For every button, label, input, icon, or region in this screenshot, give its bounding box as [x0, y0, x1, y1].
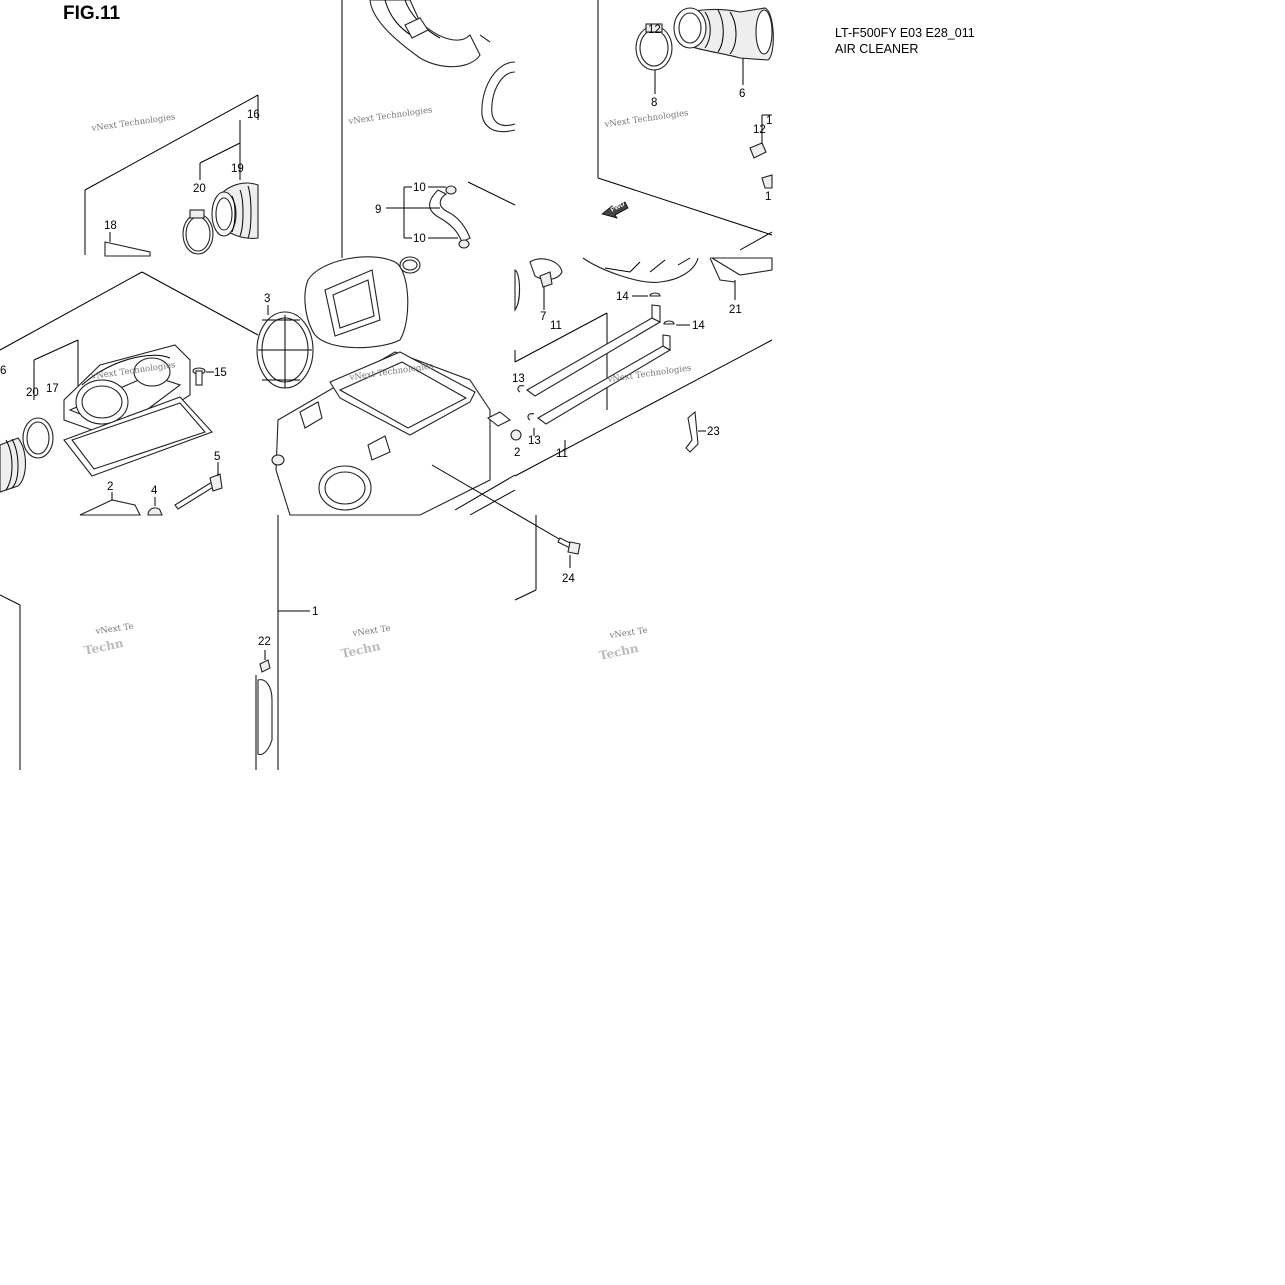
- figure-meta: LT-F500FY E03 E28_011 AIR CLEANER: [835, 25, 975, 57]
- panel-mid-left: [0, 271, 259, 516]
- callout-20: 20: [26, 387, 39, 399]
- callout-22: 22: [258, 636, 271, 648]
- watermark-text: vNext Technologies: [606, 363, 692, 385]
- callout-1: 1: [312, 606, 318, 618]
- callout-labels: 1 2 2 3 4 5 6 7 8 9 10 10 11 11 12 12 13…: [0, 24, 772, 648]
- clamp-8: [635, 23, 673, 94]
- clamp-7: [514, 258, 563, 312]
- intake-boot-6: [673, 7, 774, 85]
- panel-top-left: [84, 94, 259, 257]
- model-code: LT-F500FY E03 E28_011: [835, 26, 975, 40]
- callout-16: 16: [247, 109, 260, 121]
- callout-13: 13: [528, 435, 541, 447]
- callout-7: 7: [540, 311, 546, 323]
- callout-6: 6: [739, 88, 745, 100]
- callout-16-partial: 6: [0, 365, 6, 377]
- callout-24: 24: [562, 573, 575, 585]
- callout-17: 17: [46, 383, 59, 395]
- bolt-5: [174, 462, 223, 510]
- callout-11: 11: [550, 320, 562, 332]
- watermark-text-short: vNext Te: [608, 626, 648, 641]
- intake-duct-17: [63, 344, 191, 441]
- callout-1-right-partial: 1: [766, 115, 772, 127]
- callout-18: 18: [104, 220, 117, 232]
- callout-2: 2: [514, 447, 520, 459]
- callout-14: 14: [692, 320, 705, 332]
- filter-element: [304, 256, 409, 349]
- watermark-text-short: vNext Te: [351, 624, 391, 639]
- callout-21: 21: [729, 304, 742, 316]
- callout-10: 10: [413, 233, 426, 245]
- fastener-12: [749, 114, 773, 189]
- callout-12: 12: [753, 124, 766, 136]
- hose-clamp-20b: [22, 417, 54, 459]
- drain-tubes-11: [514, 292, 773, 477]
- callout-14: 14: [616, 291, 629, 303]
- callout-9: 9: [375, 204, 381, 216]
- callout-8: 8: [651, 97, 657, 109]
- callout-2: 2: [107, 481, 113, 493]
- panel-top-center: [341, 0, 516, 258]
- callout-11: 11: [556, 448, 568, 460]
- hose-clamp-20: [182, 209, 214, 255]
- watermark-text-partial: Techn: [340, 639, 382, 661]
- callout-5: 5: [214, 451, 220, 463]
- center-right-housing: [582, 257, 736, 283]
- callout-13: 13: [512, 373, 525, 385]
- watermark-text: vNext Technologies: [603, 108, 689, 130]
- callout-12: 12: [648, 24, 661, 36]
- callout-19: 19: [231, 163, 244, 175]
- callout-10: 10: [413, 182, 426, 194]
- intake-hose-19: [211, 182, 259, 239]
- element-cage-3: [256, 311, 314, 389]
- bracket-23: [685, 410, 706, 453]
- watermark-text-partial: Techn: [83, 636, 125, 658]
- callout-4: 4: [151, 485, 158, 497]
- breather-hose-9: [429, 185, 471, 249]
- watermark-text-partial: Techn: [598, 641, 640, 663]
- panel-top-right: FWD: [597, 0, 774, 300]
- screw-15: [192, 367, 214, 386]
- screw-22: [259, 650, 271, 673]
- callout-1-right-partial-b: 1: [765, 191, 771, 203]
- bolt-24: [557, 537, 581, 568]
- callout-23: 23: [707, 426, 720, 438]
- section-name: AIR CLEANER: [835, 42, 919, 56]
- fwd-direction-badge: FWD: [601, 200, 629, 219]
- air-cleaner-case-1: [0, 256, 567, 770]
- callout-20: 20: [193, 183, 206, 195]
- watermark-text: vNext Technologies: [90, 112, 176, 134]
- watermark-text-short: vNext Te: [94, 622, 134, 637]
- watermark-text: vNext Technologies: [347, 105, 433, 127]
- figure-title: FIG.11: [63, 3, 121, 24]
- callout-3: 3: [264, 293, 270, 305]
- callout-15: 15: [214, 367, 227, 379]
